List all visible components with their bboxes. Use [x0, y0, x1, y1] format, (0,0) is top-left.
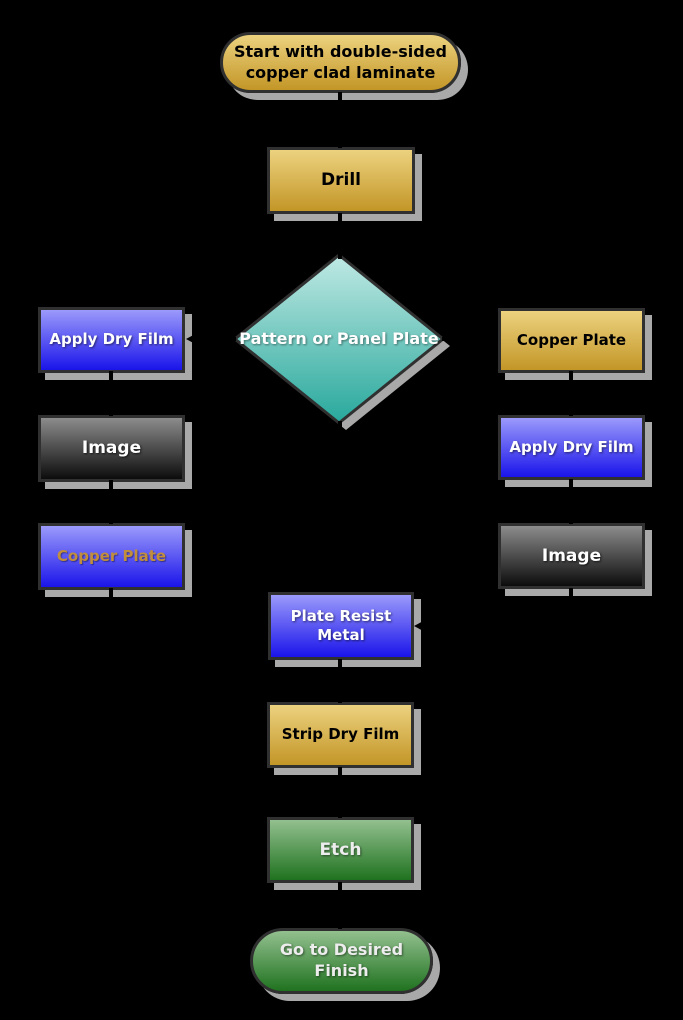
node-decision-label-wrap: Pattern or Panel Plate	[235, 255, 443, 423]
node-strip-dry-film: Strip Dry Film	[267, 702, 414, 768]
connector-start-drill	[338, 92, 342, 148]
node-copper-plate-left-label: Copper Plate	[56, 546, 167, 565]
node-image-left-label: Image	[81, 438, 142, 459]
connector-imageright-down	[569, 588, 573, 628]
connector-copperleft-plate	[109, 624, 256, 628]
node-apply-dry-film-left: Apply Dry Film	[38, 307, 185, 373]
node-copper-plate-right: Copper Plate	[498, 308, 645, 373]
connector-drill-decision	[338, 213, 342, 259]
node-plate-resist-metal-label: Plate Resist Metal	[290, 606, 392, 645]
connector-strip-etch	[338, 767, 342, 818]
node-drill-label: Drill	[321, 170, 361, 191]
arrowhead-into-apply-dry-film-left	[186, 332, 199, 346]
connector-imageleft-copperleft	[109, 480, 113, 524]
node-etch: Etch	[267, 817, 414, 883]
node-strip-dry-film-label: Strip Dry Film	[281, 725, 400, 744]
connector-applyleft-imageleft	[109, 371, 113, 416]
connector-applyright-imageright	[569, 479, 573, 524]
node-decision-diamond	[232, 253, 453, 433]
connector-imageright-plate	[427, 624, 573, 628]
node-start: Start with double-sided copper clad lami…	[220, 32, 461, 93]
node-image-left: Image	[38, 415, 185, 482]
node-copper-plate-right-label: Copper Plate	[516, 330, 627, 349]
node-plate-resist-metal: Plate Resist Metal	[268, 592, 414, 660]
connector-plate-strip	[338, 659, 342, 703]
arrowhead-into-plate-resist-left	[255, 619, 268, 633]
connector-copperleft-down	[109, 588, 113, 628]
node-image-right: Image	[498, 523, 645, 589]
arrowhead-into-plate-resist-right	[414, 619, 427, 633]
node-image-right-label: Image	[541, 545, 602, 566]
node-apply-dry-film-right-label: Apply Dry Film	[509, 437, 634, 456]
node-finish-label: Go to Desired Finish	[279, 940, 404, 980]
arrowhead-into-copper-plate-right	[485, 332, 498, 346]
node-apply-dry-film-right: Apply Dry Film	[498, 415, 645, 480]
connector-decision-plate	[338, 421, 342, 592]
node-finish: Go to Desired Finish	[250, 928, 433, 994]
connector-decision-copperright	[442, 337, 486, 341]
connector-etch-finish	[338, 882, 342, 929]
node-drill: Drill	[267, 147, 415, 214]
node-decision-label: Pattern or Panel Plate	[239, 328, 439, 348]
node-copper-plate-left: Copper Plate	[38, 523, 185, 590]
node-start-label: Start with double-sided copper clad lami…	[234, 41, 447, 82]
connector-decision-applyleft	[198, 337, 236, 341]
node-apply-dry-film-left-label: Apply Dry Film	[49, 330, 174, 349]
node-etch-label: Etch	[319, 839, 362, 860]
connector-copperright-applyright	[569, 371, 573, 416]
